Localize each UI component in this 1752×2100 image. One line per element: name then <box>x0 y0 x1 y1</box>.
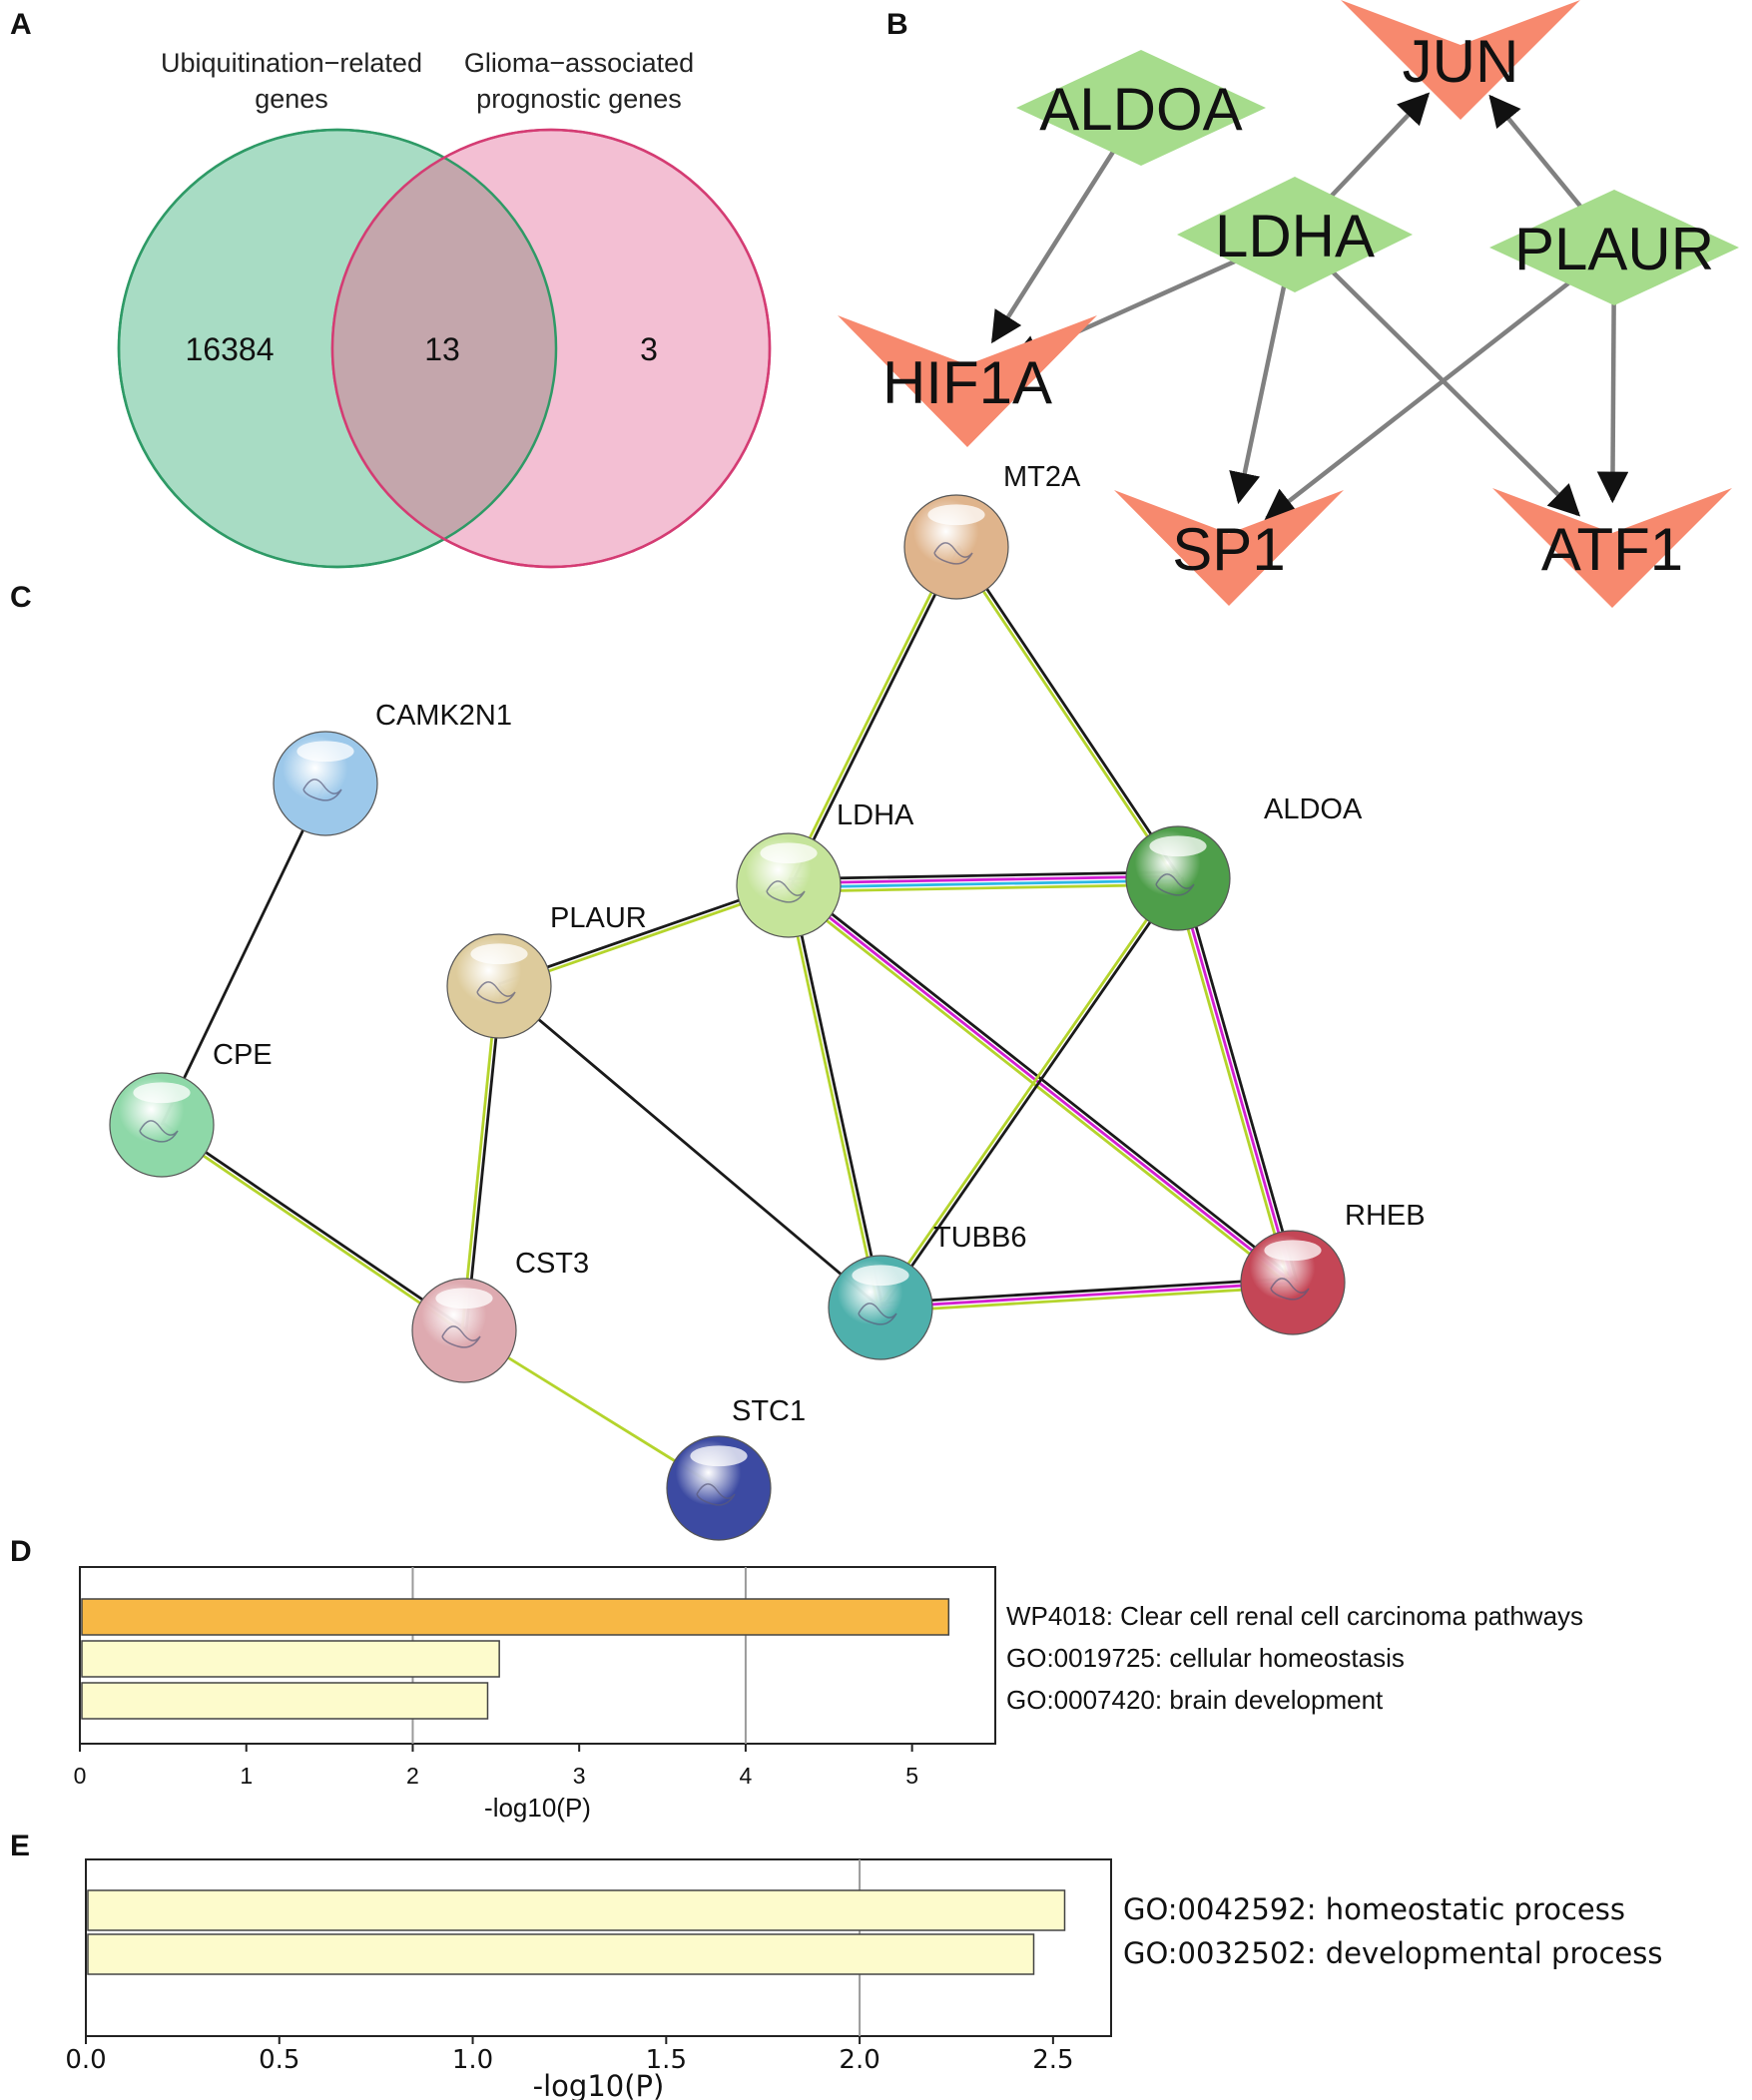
venn-left-title-line1: Ubiquitination−related <box>161 48 422 78</box>
chart-tick-label: 0.5 <box>259 2045 299 2075</box>
chart-category-label: GO:0007420: brain development <box>1006 1685 1384 1715</box>
chart-bar <box>81 1682 489 1720</box>
chart-tick-label: 3 <box>573 1763 586 1789</box>
chart-tick-label: 5 <box>905 1763 918 1789</box>
venn-right-title-line1: Glioma−associated <box>464 48 694 78</box>
panel-label-a: A <box>10 8 32 41</box>
chart-tick-label: 4 <box>740 1763 753 1789</box>
panel-label-d: D <box>10 1535 32 1568</box>
chart-bar <box>87 1933 1035 1975</box>
venn-left-title-line2: genes <box>255 84 328 114</box>
chart-bar <box>81 1598 950 1636</box>
chart-x-axis-label: -log10(P) <box>484 1793 591 1823</box>
chart-tick-label: 2.0 <box>839 2045 879 2075</box>
chart-tick-label: 0.0 <box>65 2045 106 2075</box>
chart-bar <box>87 1889 1066 1931</box>
chart-tick-label: 0 <box>74 1763 87 1789</box>
chart-x-axis-label: -log10(P) <box>533 2069 665 2100</box>
chart-e: GO:0042592: homeostatic processGO:003250… <box>65 1858 1663 2100</box>
panel-label-e: E <box>10 1830 31 1862</box>
venn-intersection-count: 13 <box>424 331 460 367</box>
panel-label-b: B <box>886 8 908 41</box>
chart-tick-label: 1.0 <box>452 2045 493 2075</box>
chart-bar <box>81 1640 500 1678</box>
chart-tick-label: 1.5 <box>646 2045 687 2075</box>
chart-category-label: GO:0042592: homeostatic process <box>1123 1892 1625 1926</box>
chart-tick-label: 2 <box>406 1763 419 1789</box>
venn-overlap <box>332 130 556 567</box>
chart-tick-label: 2.5 <box>1032 2045 1073 2075</box>
venn-left-only-count: 16384 <box>186 331 275 367</box>
chart-category-label: GO:0019725: cellular homeostasis <box>1006 1643 1405 1673</box>
chart-d: WP4018: Clear cell renal cell carcinoma … <box>74 1566 1583 1823</box>
venn-right-only-count: 3 <box>640 331 658 367</box>
chart-category-label: WP4018: Clear cell renal cell carcinoma … <box>1006 1601 1583 1631</box>
chart-tick-label: 1 <box>240 1763 253 1789</box>
chart-category-label: GO:0032502: developmental process <box>1123 1936 1663 1970</box>
panel-label-c: C <box>10 581 32 614</box>
venn-right-title-line2: prognostic genes <box>476 84 682 114</box>
